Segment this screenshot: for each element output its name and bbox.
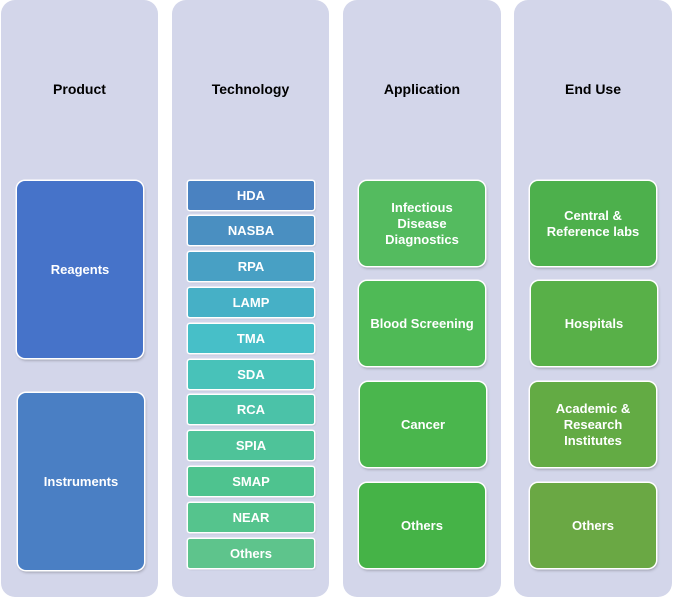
application-blood-screening-label: Blood Screening [370,315,474,331]
application-cancer-label: Cancer [400,416,446,432]
end-use-others: Others [530,483,656,568]
product-column-title: Product [53,81,106,97]
product-reagents-label: Reagents [50,261,110,277]
end-use-central-reference-labs-label: Central & Reference labs [546,207,640,239]
technology-item-hda: HDA [188,181,314,210]
application-column: Application Infectious Disease Diagnosti… [343,0,501,597]
technology-item-tma: TMA [188,324,314,353]
end-use-others-label: Others [572,517,614,533]
end-use-academic-research-label: Academic & Research Institutes [555,400,631,448]
product-column: Product Reagents Instruments [1,0,158,597]
technology-item-others: Others [188,539,314,568]
application-column-title: Application [383,81,461,97]
technology-item-lamp: LAMP [188,288,314,317]
technology-item-smap: SMAP [188,467,314,496]
end-use-hospitals: Hospitals [531,281,657,366]
technology-item-rca: RCA [188,395,314,424]
application-infectious-disease: Infectious Disease Diagnostics [359,181,485,266]
product-instruments: Instruments [18,393,144,570]
application-blood-screening: Blood Screening [359,281,485,366]
technology-column: Technology HDA NASBA RPA LAMP TMA SDA RC… [172,0,329,597]
technology-item-rpa: RPA [188,252,314,281]
end-use-hospitals-label: Hospitals [564,315,624,331]
technology-item-spia: SPIA [188,431,314,460]
end-use-column: End Use Central & Reference labs Hospita… [514,0,672,597]
end-use-column-title: End Use [564,81,621,97]
end-use-academic-research: Academic & Research Institutes [530,382,656,467]
technology-column-title: Technology [211,81,290,97]
application-others-label: Others [401,517,443,533]
technology-item-nasba: NASBA [188,216,314,245]
end-use-central-reference-labs: Central & Reference labs [530,181,656,266]
product-instruments-label: Instruments [43,473,119,489]
technology-item-sda: SDA [188,360,314,389]
product-reagents: Reagents [17,181,143,358]
application-cancer: Cancer [360,382,486,467]
technology-item-near: NEAR [188,503,314,532]
application-others: Others [359,483,485,568]
application-infectious-disease-label: Infectious Disease Diagnostics [385,199,459,247]
